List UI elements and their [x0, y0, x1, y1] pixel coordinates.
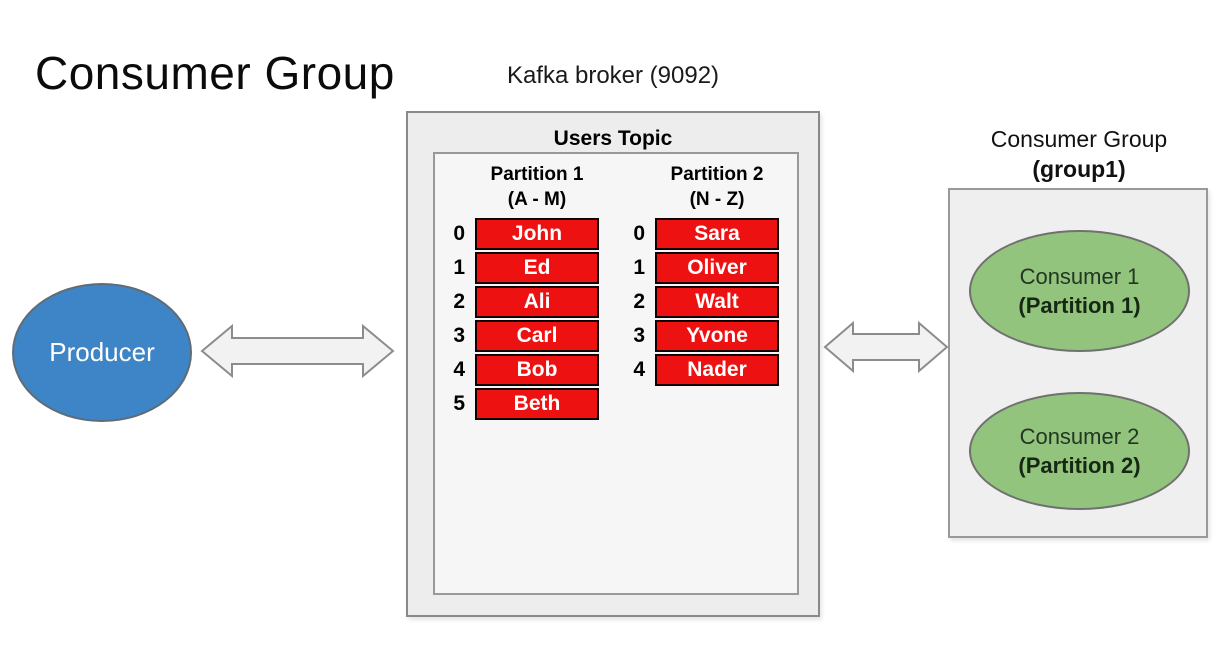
consumer-2-label: Consumer 2 [1019, 424, 1140, 449]
offset-label: 3 [453, 324, 465, 347]
offset-label: 0 [633, 222, 645, 245]
offset-label: 0 [453, 222, 465, 245]
partition-1-name: Partition 1 [490, 164, 584, 185]
kafka-broker-label: Kafka broker (9092) [506, 62, 720, 89]
message-value: Bob [516, 358, 558, 381]
message-cell: Walt [655, 286, 779, 318]
message-cell: John [475, 218, 599, 250]
message-cell: Yvone [655, 320, 779, 352]
table-row: 2 Ali [443, 286, 599, 318]
offset-label: 3 [633, 324, 645, 347]
table-row: 3 Yvone [623, 320, 779, 352]
partition-2-name: Partition 2 [670, 164, 764, 185]
consumer-group-subtitle: (group1) [1032, 156, 1126, 182]
partition-1-range: (A - M) [507, 189, 567, 210]
partition-2-rows: 0 Sara 1 Oliver 2 Walt 3 Yvone 4 Nader [623, 218, 779, 388]
consumer-group-title: Consumer Group (group1) [948, 124, 1210, 184]
partition-2-header: Partition 2 (N - Z) [655, 162, 779, 212]
message-cell: Beth [475, 388, 599, 420]
partition-2-range: (N - Z) [689, 189, 745, 210]
offset-label: 1 [633, 256, 645, 279]
offset-label: 1 [453, 256, 465, 279]
message-value: Carl [516, 324, 558, 347]
message-value: Beth [513, 392, 561, 415]
consumer-2-assignment: (Partition 2) [1018, 453, 1141, 478]
kafka-broker-box: Users Topic Partition 1 (A - M) Partitio… [406, 111, 820, 617]
consumer-1-node: Consumer 1 (Partition 1) [969, 230, 1190, 352]
producer-label: Producer [49, 337, 155, 367]
message-value: Sara [694, 222, 740, 245]
offset-label: 2 [453, 290, 465, 313]
message-value: John [511, 222, 563, 245]
page-title: Consumer Group [35, 47, 395, 99]
table-row: 5 Beth [443, 388, 599, 420]
producer-node: Producer [12, 283, 192, 422]
message-cell: Sara [655, 218, 779, 250]
message-value: Walt [695, 290, 739, 313]
broker-consumer-double-arrow-icon [823, 320, 949, 374]
partition-1-header: Partition 1 (A - M) [475, 162, 599, 212]
table-row: 1 Oliver [623, 252, 779, 284]
table-row: 1 Ed [443, 252, 599, 284]
consumer-1-label: Consumer 1 [1019, 264, 1140, 289]
message-cell: Nader [655, 354, 779, 386]
table-row: 4 Bob [443, 354, 599, 386]
consumer-group-title-line: Consumer Group [990, 126, 1168, 152]
message-value: Oliver [687, 256, 747, 279]
offset-label: 5 [453, 392, 465, 415]
consumer-1-assignment: (Partition 1) [1018, 293, 1141, 318]
offset-label: 4 [453, 358, 465, 381]
message-value: Nader [687, 358, 747, 381]
table-row: 3 Carl [443, 320, 599, 352]
message-cell: Ed [475, 252, 599, 284]
partition-1-rows: 0 John 1 Ed 2 Ali 3 Carl 4 Bob [443, 218, 599, 422]
message-cell: Bob [475, 354, 599, 386]
offset-label: 2 [633, 290, 645, 313]
table-row: 0 John [443, 218, 599, 250]
table-row: 0 Sara [623, 218, 779, 250]
message-value: Yvone [686, 324, 748, 347]
users-topic-title: Users Topic [553, 127, 673, 150]
consumer-2-node: Consumer 2 (Partition 2) [969, 392, 1190, 510]
offset-label: 4 [633, 358, 645, 381]
consumer-group-box: Consumer 1 (Partition 1) Consumer 2 (Par… [948, 188, 1208, 538]
message-cell: Oliver [655, 252, 779, 284]
table-row: 4 Nader [623, 354, 779, 386]
producer-broker-double-arrow-icon [200, 323, 395, 379]
table-row: 2 Walt [623, 286, 779, 318]
message-value: Ed [523, 256, 551, 279]
message-cell: Carl [475, 320, 599, 352]
users-topic-box: Partition 1 (A - M) Partition 2 (N - Z) … [433, 152, 799, 595]
message-value: Ali [523, 290, 551, 313]
message-cell: Ali [475, 286, 599, 318]
